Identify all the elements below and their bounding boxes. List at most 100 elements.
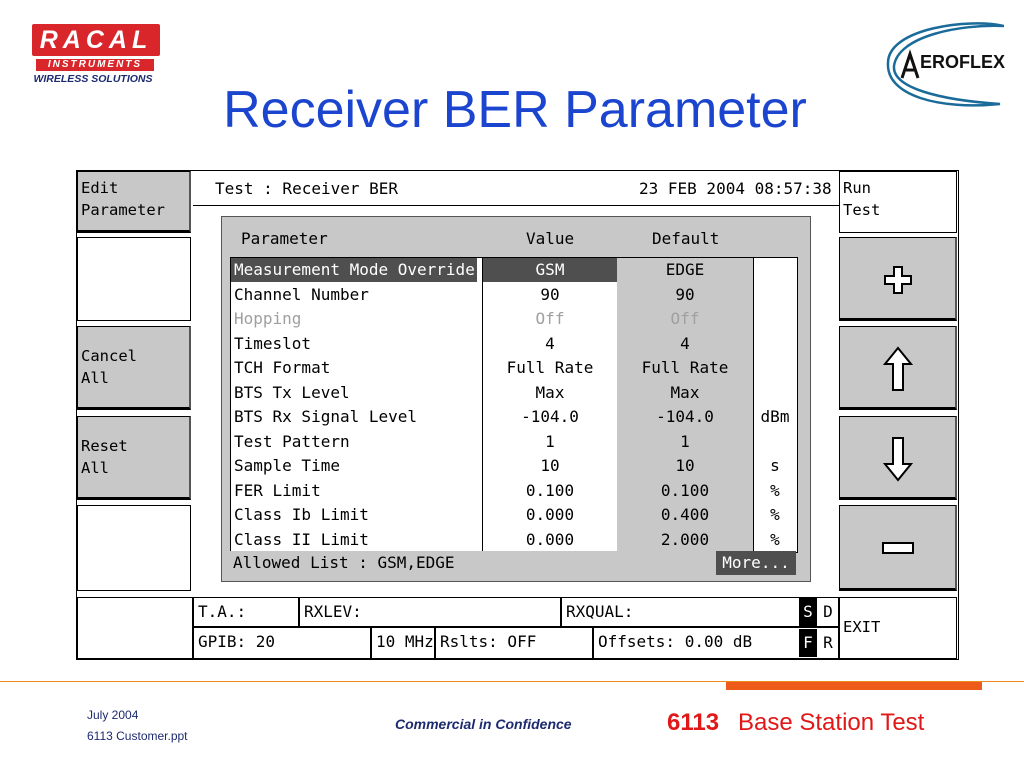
footer-filename: 6113 Customer.ppt <box>87 729 188 743</box>
softkey-blank-1[interactable] <box>77 237 191 321</box>
scroll-up-button[interactable] <box>839 326 957 410</box>
cell-default: Off <box>617 307 753 331</box>
exit-button[interactable]: EXIT <box>839 597 957 659</box>
cell-unit <box>753 381 797 405</box>
test-date: 23 FEB 2004 <box>639 179 745 198</box>
cell-parameter: Measurement Mode Override <box>231 258 477 282</box>
header-parameter: Parameter <box>241 229 328 248</box>
footer-confidential: Commercial in Confidence <box>395 716 572 732</box>
cell-parameter: Timeslot <box>234 333 312 353</box>
cell-parameter: Hopping <box>234 309 302 328</box>
increment-button[interactable] <box>839 237 957 321</box>
cell-unit <box>753 430 797 454</box>
cell-unit <box>753 356 797 380</box>
racal-wordmark: RACAL <box>32 24 160 56</box>
footer-product: Base Station Test <box>738 709 925 736</box>
edit-parameter-button[interactable]: Edit Parameter <box>77 171 191 233</box>
softkey-label: Edit Parameter <box>81 179 165 219</box>
cell-default: 10 <box>617 454 753 478</box>
flag-f: F <box>799 629 817 657</box>
table-row[interactable]: Hopping Off Off <box>231 307 797 331</box>
allowed-list-bar: Allowed List : GSM,EDGE More... <box>230 551 796 575</box>
plus-icon <box>884 266 912 294</box>
more-button[interactable]: More... <box>716 551 796 575</box>
cell-value: 0.100 <box>525 480 575 500</box>
racal-logo: RACAL INSTRUMENTS WIRELESS SOLUTIONS <box>26 24 166 88</box>
flag-r: R <box>823 633 833 652</box>
decrement-button[interactable] <box>839 505 957 591</box>
ta-readout: T.A.: <box>193 597 299 627</box>
aeroflex-wordmark: EROFLEX <box>920 52 1006 72</box>
test-title: Test : Receiver BER <box>215 179 399 198</box>
cell-parameter: BTS Rx Signal Level <box>234 407 418 426</box>
results-readout: Rslts: OFF <box>435 627 593 659</box>
cell-value: 10 <box>540 456 560 475</box>
rxqual-readout: RXQUAL: <box>561 597 839 627</box>
cell-unit <box>753 283 797 307</box>
offsets-readout: Offsets: 0.00 dB <box>593 627 839 659</box>
slide-title: Receiver BER Parameter <box>223 81 807 139</box>
cell-unit <box>753 307 797 331</box>
cell-value: 0.000 <box>525 505 575 524</box>
cell-parameter: Class II Limit <box>234 529 369 549</box>
reset-all-button[interactable]: Reset All <box>77 416 191 500</box>
cell-value: Off <box>535 309 565 328</box>
header-value: Value <box>526 229 575 248</box>
table-row[interactable]: Test Pattern 1 1 <box>231 429 797 454</box>
cell-value: 90 <box>540 284 560 304</box>
footer-accent <box>726 682 982 690</box>
cell-unit: % <box>770 480 780 500</box>
reference-readout: 10 MHz <box>371 627 435 659</box>
footer-model: 6113 <box>667 709 720 736</box>
cell-default: 0.400 <box>617 503 753 527</box>
cell-unit: dBm <box>760 407 790 426</box>
softkey-label: Run Test <box>843 179 881 219</box>
cell-parameter: FER Limit <box>234 480 321 500</box>
screen-topbar <box>193 171 839 206</box>
cell-value: 4 <box>545 333 555 353</box>
test-datetime: 23 FEB 2004 08:57:38 <box>639 179 832 198</box>
cell-unit <box>753 258 797 282</box>
table-row[interactable]: BTS Rx Signal Level -104.0 -104.0 dBm <box>231 405 797 429</box>
cancel-all-button[interactable]: Cancel All <box>77 326 191 410</box>
flag-s: S <box>799 598 817 626</box>
footer-divider <box>0 681 1024 682</box>
cell-value: Full Rate <box>506 358 594 377</box>
cell-default: EDGE <box>617 258 753 282</box>
cell-default: Max <box>617 380 753 405</box>
aeroflex-swoosh-icon <box>886 22 1004 107</box>
cell-default: -104.0 <box>617 405 753 429</box>
cell-default: 2.000 <box>617 527 753 552</box>
cell-default: Full Rate <box>617 356 753 380</box>
cell-value: Max <box>535 382 565 402</box>
softkey-label: Cancel All <box>81 347 137 387</box>
softkey-label: EXIT <box>843 618 881 636</box>
racal-tagline: WIRELESS SOLUTIONS <box>33 73 153 85</box>
footer-date: July 2004 <box>87 708 139 722</box>
cell-value: 0.000 <box>525 529 575 549</box>
cell-default: 1 <box>617 429 753 454</box>
cell-unit: s <box>770 456 780 475</box>
test-time: 08:57:38 <box>754 179 832 198</box>
softkey-blank-2[interactable] <box>77 505 191 591</box>
cell-parameter: Test Pattern <box>234 431 350 451</box>
cell-value: GSM <box>483 258 617 282</box>
arrow-up-icon <box>883 346 913 391</box>
cell-value: -104.0 <box>521 407 579 426</box>
racal-instruments: INSTRUMENTS <box>36 59 154 71</box>
instrument-screen: Edit Parameter Cancel All Reset All Test… <box>76 170 959 660</box>
aeroflex-logo: EROFLEX <box>880 18 1006 108</box>
cell-value: 1 <box>545 431 555 451</box>
scroll-down-button[interactable] <box>839 416 957 500</box>
run-test-button[interactable]: Run Test <box>839 171 957 233</box>
